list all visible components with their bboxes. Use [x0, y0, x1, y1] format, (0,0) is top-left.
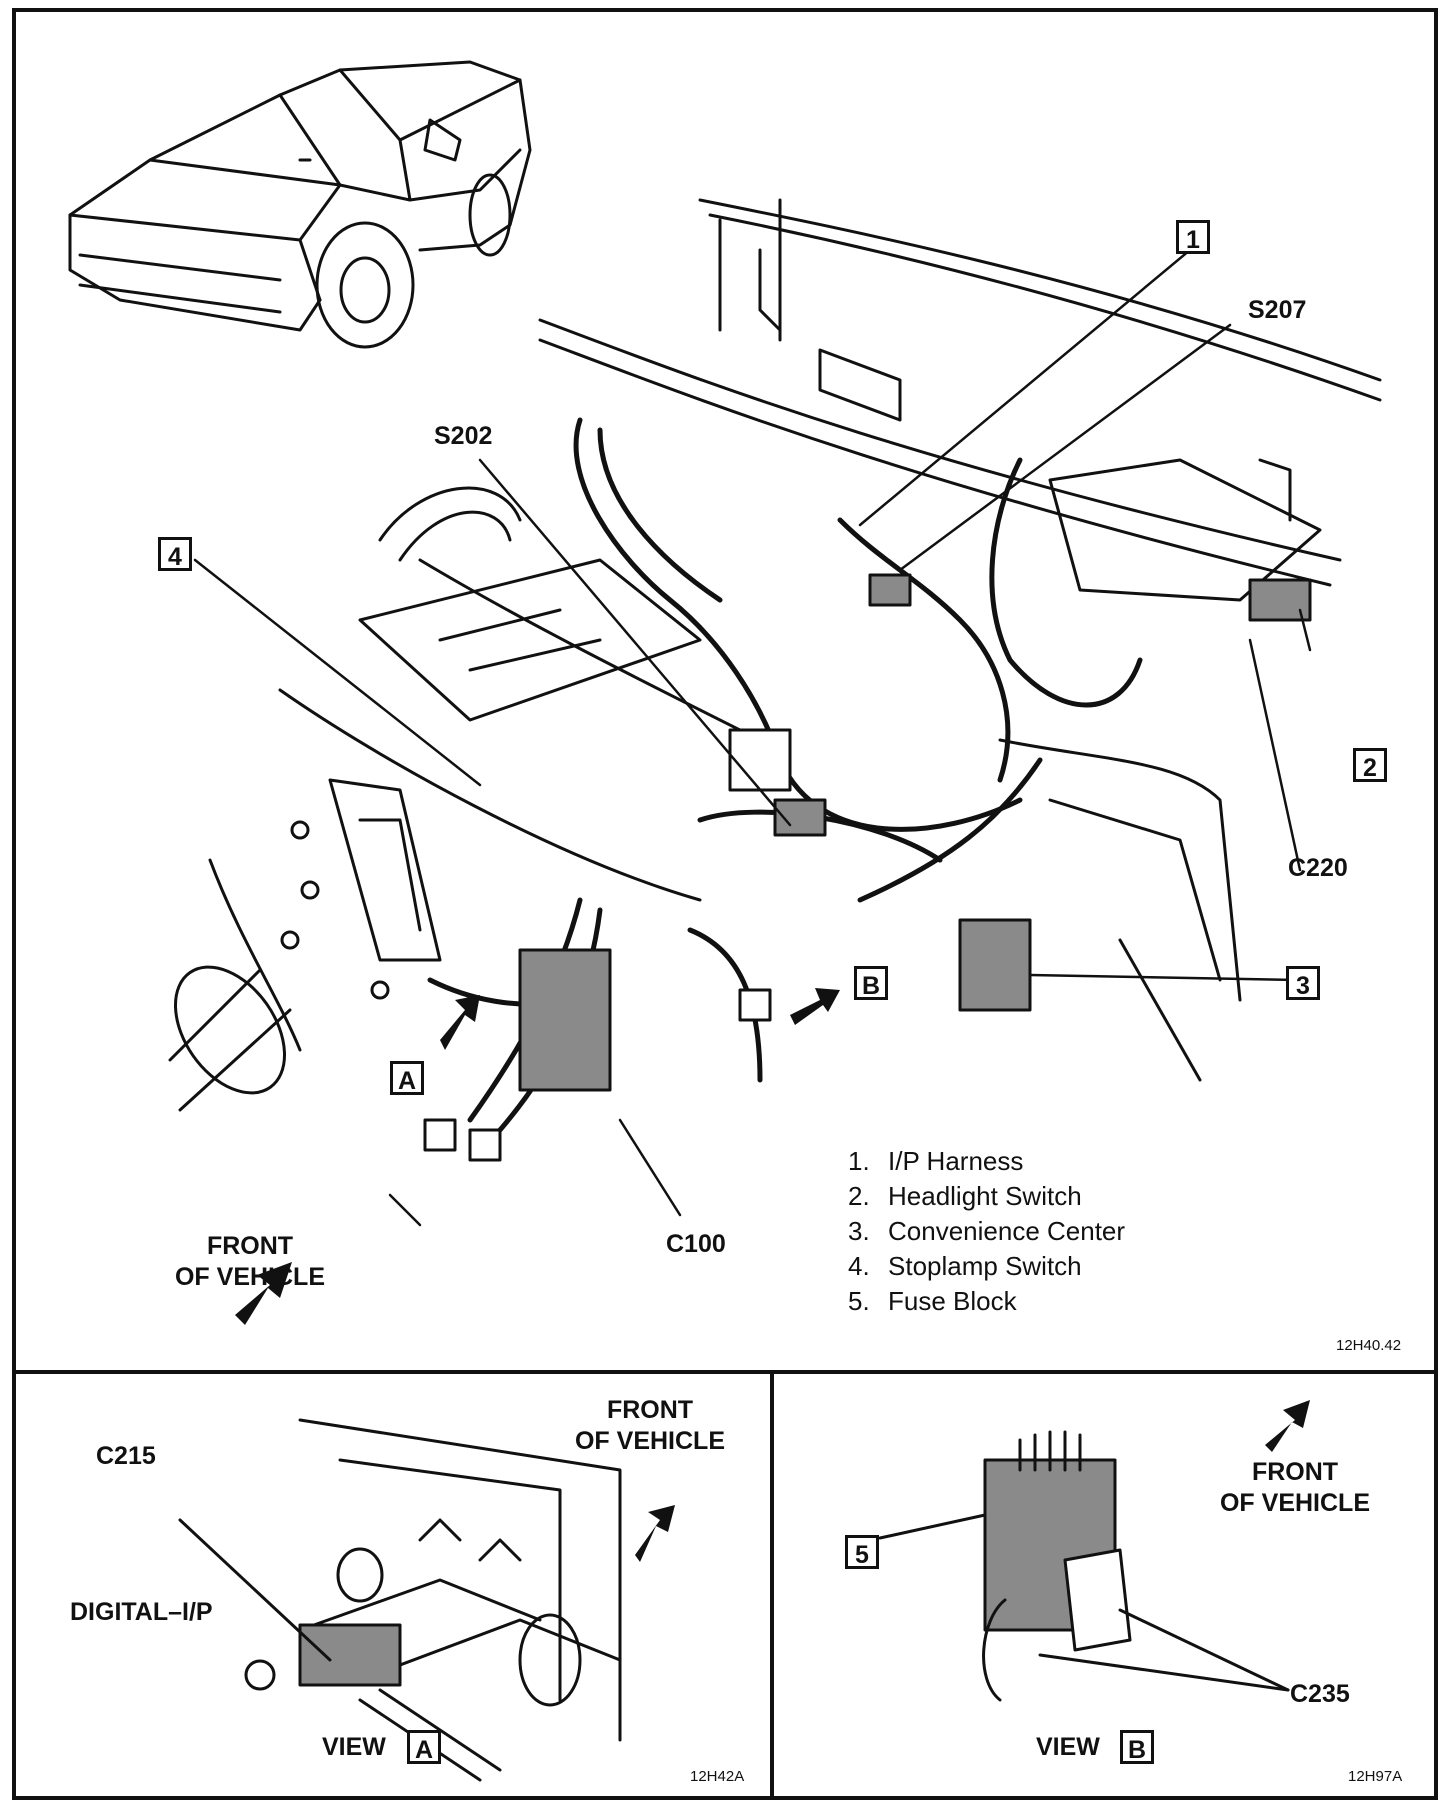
view-a-letter: A	[407, 1730, 441, 1764]
front-arrow-view-a	[635, 1505, 675, 1562]
diagram-frame	[12, 8, 1438, 1800]
callout-a: A	[390, 1061, 424, 1095]
legend-item: 2.Headlight Switch	[848, 1181, 1082, 1211]
label-s202: S202	[434, 422, 493, 450]
front-of-vehicle-view-b: FRONT OF VEHICLE	[1205, 1460, 1385, 1516]
callout-b: B	[854, 966, 888, 1000]
figure-code-view-b: 12H97A	[1348, 1768, 1403, 1785]
label-c215: C215	[96, 1442, 156, 1470]
main-view-panel	[12, 8, 1438, 1374]
front-line1: FRONT	[206, 1232, 294, 1260]
callout-1: 1	[1176, 220, 1210, 254]
label-digital-ip: DIGITAL–I/P	[70, 1598, 213, 1626]
front-of-vehicle-main: FRONT OF VEHICLE	[150, 1234, 350, 1290]
leader-lines	[193, 248, 1312, 1227]
legend-item: 1.I/P Harness	[848, 1146, 1024, 1176]
view-a-illustration	[178, 1418, 622, 1782]
view-a-caption: VIEW	[322, 1735, 386, 1760]
direction-arrows	[235, 988, 1310, 1562]
view-b-illustration	[878, 1430, 1290, 1702]
callout-5: 5	[845, 1535, 879, 1569]
view-word: VIEW	[322, 1733, 386, 1761]
label-c220: C220	[1288, 854, 1348, 882]
label-s207: S207	[1248, 296, 1307, 324]
label-c100: C100	[666, 1230, 726, 1258]
front-arrow-view-b	[1265, 1400, 1310, 1452]
view-b-arrow	[790, 988, 840, 1025]
view-a-panel	[12, 1374, 774, 1800]
front-of-vehicle-view-a: FRONT OF VEHICLE	[565, 1398, 735, 1454]
front-line2: OF VEHICLE	[1219, 1489, 1370, 1517]
view-word: VIEW	[1036, 1733, 1100, 1761]
front-arrow-main	[235, 1262, 292, 1325]
view-b-caption: VIEW	[1036, 1735, 1100, 1760]
callout-3: 3	[1286, 966, 1320, 1000]
legend-item: 3.Convenience Center	[848, 1216, 1126, 1246]
front-line2: OF VEHICLE	[574, 1427, 725, 1455]
figure-code-main: 12H40.42	[1336, 1337, 1402, 1354]
connectors	[423, 573, 1312, 1162]
label-c235: C235	[1290, 1680, 1350, 1708]
legend-item: 4.Stoplamp Switch	[848, 1251, 1082, 1281]
figure-code-view-a: 12H42A	[690, 1768, 745, 1785]
parts-legend: 1.I/P Harness 2.Headlight Switch 3.Conve…	[848, 1144, 1125, 1319]
suv-illustration	[68, 60, 532, 349]
dashboard-structure	[168, 198, 1382, 1112]
callout-2: 2	[1353, 748, 1387, 782]
view-a-arrow	[440, 995, 480, 1050]
callout-4: 4	[158, 537, 192, 571]
view-b-letter: B	[1120, 1730, 1154, 1764]
front-line1: FRONT	[1251, 1458, 1339, 1486]
front-line1: FRONT	[606, 1396, 694, 1424]
legend-item: 5.Fuse Block	[848, 1286, 1017, 1316]
front-line2: OF VEHICLE	[174, 1263, 325, 1291]
